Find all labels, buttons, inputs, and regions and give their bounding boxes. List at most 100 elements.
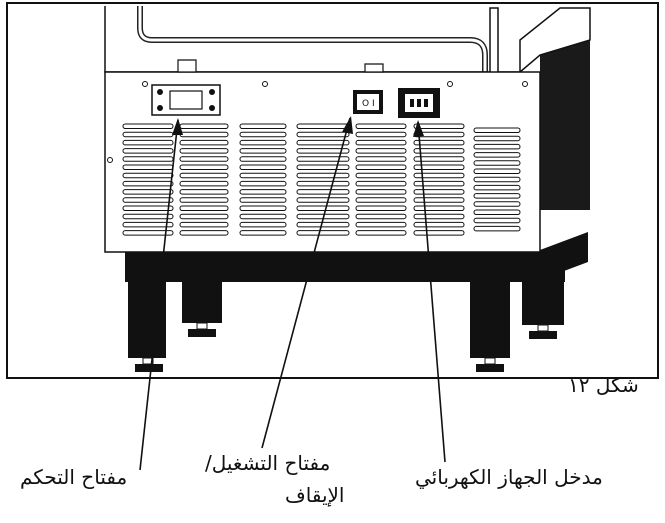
vent-slot bbox=[239, 189, 287, 195]
vent-slot bbox=[473, 152, 521, 158]
vent-slot bbox=[122, 148, 174, 154]
side-panel-top-edge bbox=[519, 7, 591, 74]
vent-slot bbox=[355, 164, 407, 170]
vent-slot bbox=[179, 189, 229, 195]
vent-slot bbox=[179, 221, 229, 228]
vent-slot bbox=[122, 197, 174, 203]
control-switch-screw bbox=[209, 105, 215, 111]
vent-slot bbox=[473, 168, 521, 174]
leader-arrow-power-switch bbox=[342, 116, 353, 134]
vent-slot bbox=[296, 189, 350, 195]
stand-rail-right bbox=[540, 232, 588, 280]
vent-slot bbox=[122, 213, 174, 220]
screw-hole bbox=[447, 81, 453, 87]
vent-slot bbox=[296, 139, 350, 146]
vent-slot bbox=[413, 197, 465, 203]
vent-slot bbox=[473, 217, 521, 224]
vent-slot bbox=[413, 156, 465, 162]
stand-rail-inner bbox=[150, 262, 530, 276]
vent-slot bbox=[355, 230, 407, 236]
vent-slot bbox=[296, 164, 350, 170]
vent-slot bbox=[239, 131, 287, 138]
leveling-foot-pad bbox=[135, 364, 163, 372]
leader-line-power-inlet bbox=[417, 121, 446, 463]
vent-slot bbox=[122, 123, 174, 129]
vent-slot bbox=[473, 184, 521, 191]
stand-leg bbox=[182, 278, 222, 323]
vent-slot bbox=[413, 213, 465, 220]
vent-slot bbox=[296, 230, 350, 236]
vent-slot bbox=[296, 197, 350, 203]
screw-hole bbox=[142, 81, 148, 87]
vent-slot bbox=[122, 180, 174, 187]
power-switch-rocker bbox=[357, 94, 379, 110]
vent-slot bbox=[179, 213, 229, 220]
leveling-foot-pad bbox=[529, 331, 557, 339]
vent-slot bbox=[355, 221, 407, 228]
vent-slot bbox=[355, 139, 407, 146]
vent-slot bbox=[122, 189, 174, 195]
vent-slot bbox=[239, 156, 287, 162]
control-switch-screw bbox=[157, 89, 163, 95]
vent-slot bbox=[473, 176, 521, 183]
vent-slot bbox=[296, 123, 350, 129]
vent-slot bbox=[239, 221, 287, 228]
vent-slot bbox=[179, 148, 229, 154]
side-panel bbox=[540, 40, 590, 210]
label-power-switch: مفتاح التشغيل/ bbox=[205, 451, 331, 475]
vent-slot bbox=[239, 172, 287, 179]
vent-slot bbox=[239, 213, 287, 220]
vent-slot bbox=[179, 180, 229, 187]
power-inlet-pin bbox=[410, 99, 414, 107]
power-inlet-pin bbox=[424, 99, 428, 107]
vent-slot bbox=[473, 160, 521, 166]
vent-slot bbox=[413, 189, 465, 195]
vent-slot bbox=[122, 205, 174, 211]
vent-slot bbox=[179, 139, 229, 146]
vent-slot bbox=[355, 189, 407, 195]
vent-slot bbox=[179, 131, 229, 138]
vent-slot bbox=[296, 180, 350, 187]
control-switch-window bbox=[169, 90, 203, 110]
vent-slot bbox=[355, 213, 407, 220]
vent-slot bbox=[239, 180, 287, 187]
label-power-inlet: مدخل الجهاز الكهربائي bbox=[415, 465, 603, 489]
vent-slot bbox=[473, 193, 521, 199]
vent-slot bbox=[413, 205, 465, 211]
vent-slot bbox=[239, 148, 287, 154]
leveling-foot-stem bbox=[196, 322, 208, 330]
leader-line-power-switch bbox=[261, 117, 351, 449]
leveling-foot-pad bbox=[188, 329, 216, 337]
vent-slot bbox=[355, 205, 407, 211]
leader-arrow-power-inlet bbox=[413, 120, 424, 137]
vent-slot bbox=[355, 131, 407, 138]
vent-slot bbox=[122, 230, 174, 236]
vent-slot bbox=[239, 205, 287, 211]
vent-slot bbox=[239, 197, 287, 203]
vent-slot bbox=[179, 230, 229, 236]
stand-leg bbox=[470, 278, 510, 358]
vent-slot bbox=[355, 197, 407, 203]
bracket-tab-left bbox=[177, 59, 197, 73]
label-control-switch: مفتاح التحكم bbox=[20, 465, 128, 489]
leader-line-control-switch bbox=[139, 119, 179, 471]
vent-slot bbox=[239, 139, 287, 146]
vent-slot bbox=[413, 123, 465, 129]
vent-slot bbox=[179, 156, 229, 162]
vent-slot bbox=[355, 156, 407, 162]
stand-leg bbox=[522, 270, 564, 325]
vent-slot bbox=[413, 148, 465, 154]
vent-slot bbox=[473, 143, 521, 150]
screw-hole bbox=[262, 81, 268, 87]
vent-slot bbox=[296, 172, 350, 179]
screw-hole bbox=[522, 81, 528, 87]
leader-arrow-control-switch bbox=[172, 118, 183, 135]
vent-slot bbox=[296, 205, 350, 211]
vent-slot bbox=[355, 172, 407, 179]
vent-slot bbox=[122, 131, 174, 138]
vent-slot bbox=[355, 148, 407, 154]
vent-slot bbox=[473, 135, 521, 142]
leveling-foot-stem bbox=[537, 324, 549, 332]
vent-slot bbox=[413, 180, 465, 187]
